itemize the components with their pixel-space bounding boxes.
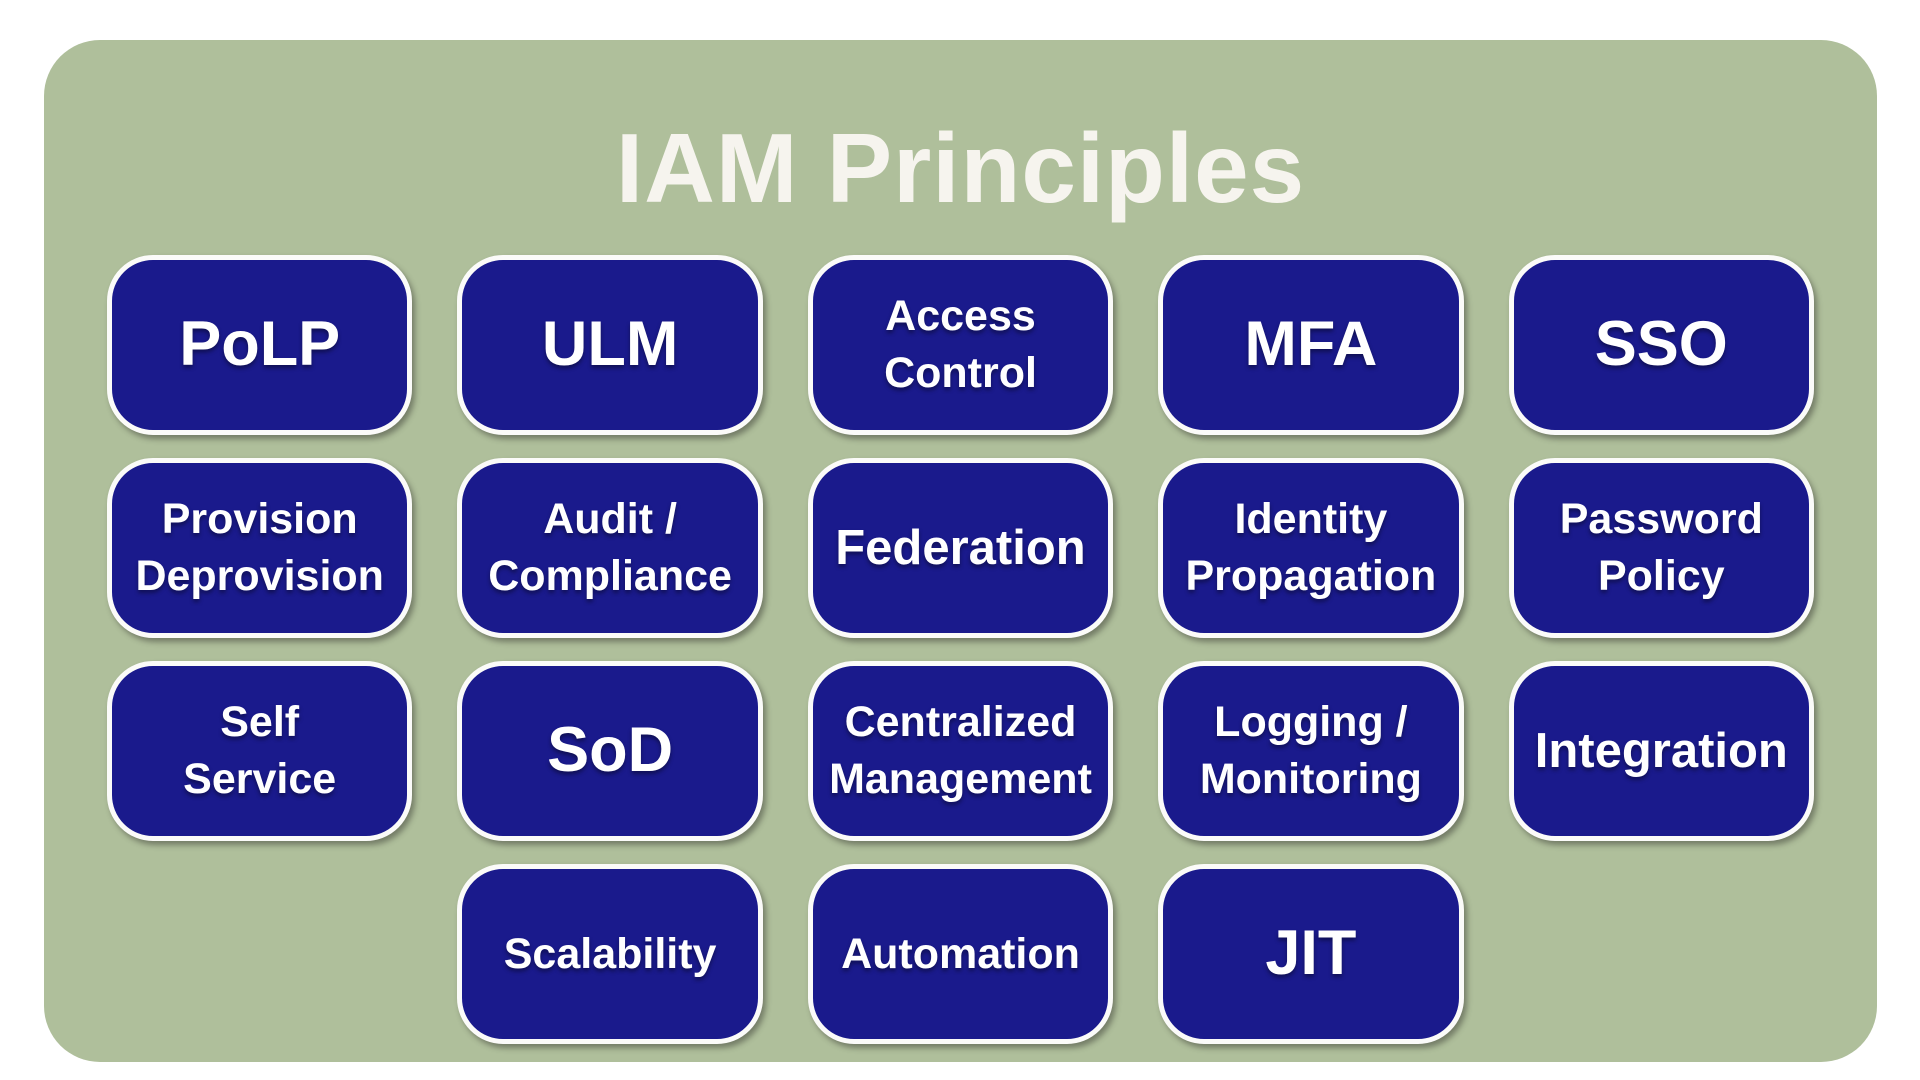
principle-box-automation: Automation	[807, 864, 1114, 1044]
page-title: IAM Principles	[615, 113, 1306, 223]
principle-label: Federation	[835, 520, 1086, 575]
principle-label: Propagation	[1185, 552, 1437, 600]
principle-box-sod: SoD	[457, 661, 763, 841]
principle-box-scalability: Scalability	[457, 864, 763, 1044]
principle-label: Monitoring	[1199, 755, 1422, 803]
principle-label: Policy	[1597, 552, 1725, 600]
principle-box-polp: PoLP	[107, 255, 413, 435]
principle-label: Access	[885, 292, 1036, 341]
principle-label: SoD	[547, 715, 674, 786]
principle-box-logging-monitoring: Logging / Monitoring	[1158, 661, 1464, 841]
principle-label: Audit /	[543, 495, 677, 544]
principle-label: Compliance	[488, 552, 732, 600]
principle-label: Control	[884, 349, 1037, 397]
principle-label: Identity	[1234, 495, 1388, 544]
principle-box-audit-compliance: Audit / Compliance	[457, 458, 763, 638]
principle-box-mfa: MFA	[1158, 255, 1464, 435]
principle-box-jit: JIT	[1158, 864, 1464, 1044]
principle-label: Management	[829, 755, 1092, 803]
principle-box-ulm: ULM	[457, 255, 763, 435]
principle-label: MFA	[1244, 309, 1378, 380]
principle-label: Service	[183, 755, 337, 803]
principle-label: SSO	[1594, 309, 1728, 380]
principle-label: Centralized	[844, 698, 1077, 747]
principle-label: Scalability	[503, 929, 717, 978]
principle-label: PoLP	[179, 309, 341, 380]
principle-label: JIT	[1265, 918, 1357, 989]
principle-label: Provision	[161, 495, 358, 544]
principle-box-integration: Integration	[1508, 661, 1814, 841]
principle-box-sso: SSO	[1508, 255, 1814, 435]
principle-box-federation: Federation	[807, 458, 1114, 638]
principle-label: Self	[220, 698, 300, 747]
principle-label: Logging /	[1214, 698, 1408, 747]
principle-label: Integration	[1534, 723, 1788, 778]
principle-label: Deprovision	[135, 552, 384, 600]
principle-label: ULM	[541, 309, 679, 380]
principle-label: Automation	[841, 929, 1080, 978]
principle-label: Password	[1559, 495, 1763, 544]
